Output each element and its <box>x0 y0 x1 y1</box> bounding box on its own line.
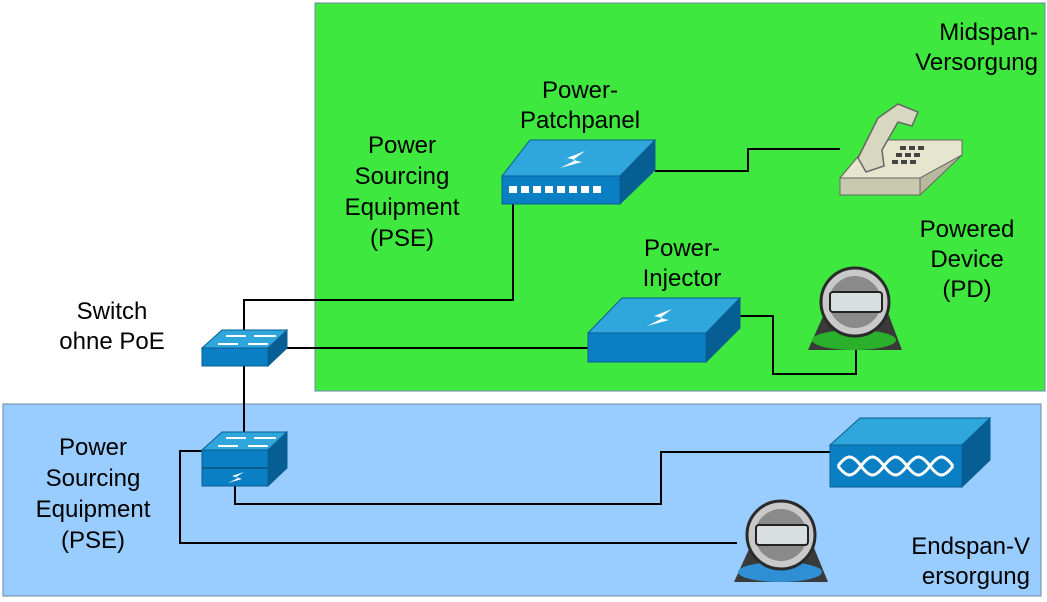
patchpanel-label-line2: Patchpanel <box>520 107 640 134</box>
pse-end-label-line1: Power <box>59 434 127 461</box>
labels: Midspan- Versorgung Power Sourcing Equip… <box>36 19 1038 590</box>
access-point-icon[interactable] <box>828 416 992 489</box>
midspan-title-line2: Versorgung <box>915 49 1038 76</box>
endspan-title-line2: ersorgung <box>922 563 1030 590</box>
wire-injector-to-camera <box>740 315 857 375</box>
switch-icon[interactable] <box>200 328 289 368</box>
wires <box>179 148 857 544</box>
patchpanel-label-line1: Power- <box>542 77 618 104</box>
pse-end-label-line3: Equipment <box>36 496 151 523</box>
pd-label-line1: Powered <box>920 216 1015 243</box>
pse-mid-label-line4: (PSE) <box>370 225 434 252</box>
pse-mid-label-line3: Equipment <box>345 194 460 221</box>
pse-mid-label-line1: Power <box>368 132 436 159</box>
wire-poe-switch-to-camera <box>179 450 737 544</box>
patch-panel-icon[interactable] <box>500 138 657 206</box>
pse-end-label-line4: (PSE) <box>61 527 125 554</box>
midspan-title-line1: Midspan- <box>939 19 1038 46</box>
injector-label-line2: Injector <box>643 265 722 292</box>
wire-patchpanel-to-phone <box>655 148 840 172</box>
ip-phone-icon[interactable] <box>838 103 963 196</box>
injector-label-line1: Power- <box>644 235 720 262</box>
pse-mid-label-line2: Sourcing <box>355 163 450 190</box>
poe-switch-icon[interactable] <box>200 430 289 488</box>
poe-injector-icon[interactable] <box>586 296 742 364</box>
pse-end-label-line2: Sourcing <box>46 465 141 492</box>
wire-poe-switch-to-ap <box>234 451 834 505</box>
ip-camera-icon[interactable] <box>808 266 902 350</box>
pd-label-line2: Device <box>930 246 1003 273</box>
pd-label-line3: (PD) <box>942 276 991 303</box>
endspan-title-line1: Endspan-V <box>911 533 1030 560</box>
wire-switch-to-patchpanel <box>243 190 514 338</box>
ip-camera-icon[interactable] <box>734 499 828 582</box>
switch-label-line1: Switch <box>77 298 148 325</box>
switch-label-line2: ohne PoE <box>59 328 164 355</box>
